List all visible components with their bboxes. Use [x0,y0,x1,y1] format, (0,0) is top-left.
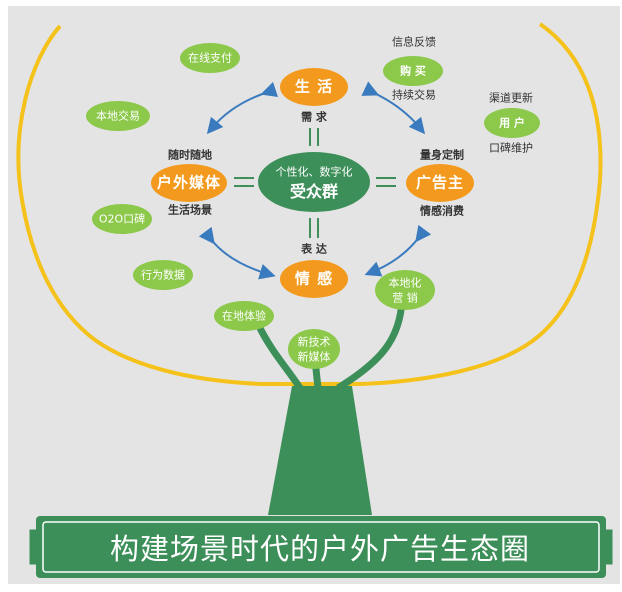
leaf-purchase-label: 购 买 [400,64,426,78]
leaf-local-marketing-line1: 本地化 [388,276,422,290]
leaf-local-experience-label: 在地体验 [222,309,266,323]
leaf-local-marketing [375,270,435,310]
node-life [280,68,348,106]
leaf-online-payment [180,43,240,73]
leaf-purchase [383,56,443,86]
arrow-top-left [206,81,279,135]
note-continuous-trade: 持续交易 [392,88,436,102]
center-node [258,152,370,212]
label-anytime-anywhere: 随时随地 [168,148,212,162]
label-expression: 表 达 [301,242,327,256]
node-advertiser [406,164,474,202]
leaf-behavior-data [133,260,193,290]
node-advertiser-label: 广告主 [415,173,465,192]
connector-bottom [309,218,319,238]
trunk [268,386,372,515]
leaf-new-tech-line2: 新媒体 [297,350,331,364]
node-emotion-label: 情 感 [294,269,334,288]
arrow-bottom-left [198,226,276,280]
node-life-label: 生 活 [294,77,334,96]
connector-right [376,177,396,187]
node-outdoor-media [151,164,227,202]
branch-left [254,322,303,390]
leaf-users [484,108,540,138]
banner-title: 构建场景时代的户外广告生态圈 [109,532,531,566]
leaf-local-trade [86,101,150,131]
note-info-feedback: 信息反馈 [392,35,436,49]
connector-left [234,177,254,187]
branch-right [336,299,406,391]
crown-outline [16,22,603,386]
leaf-new-tech [288,329,340,369]
leaf-new-tech-line1: 新技术 [297,335,331,349]
leaf-o2o-label: O2O口碑 [98,212,146,226]
leaf-local-marketing-line2: 营 销 [392,291,418,305]
label-life-scenes: 生活场景 [168,203,212,217]
note-word-of-mouth: 口碑维护 [489,141,533,155]
leaf-users-label: 用 户 [499,116,525,130]
label-customization: 量身定制 [420,148,464,162]
leaf-local-trade-label: 本地交易 [96,109,140,123]
node-emotion [280,260,348,298]
arrow-bottom-right [364,224,432,277]
leaf-behavior-data-label: 行为数据 [141,268,185,282]
leaf-local-experience [214,301,274,331]
banner [29,516,613,578]
note-channel-update: 渠道更新 [489,91,533,105]
center-line1: 个性化、数字化 [275,165,353,179]
label-demand: 需 求 [301,110,327,124]
arrow-top-right [361,81,426,135]
label-emotional-consumption: 情感消费 [420,204,464,218]
connector-top [309,128,319,146]
leaf-online-payment-label: 在线支付 [188,51,232,65]
node-outdoor-media-label: 户外媒体 [156,173,222,192]
center-line2: 受众群 [289,182,339,201]
leaf-o2o [92,204,152,234]
